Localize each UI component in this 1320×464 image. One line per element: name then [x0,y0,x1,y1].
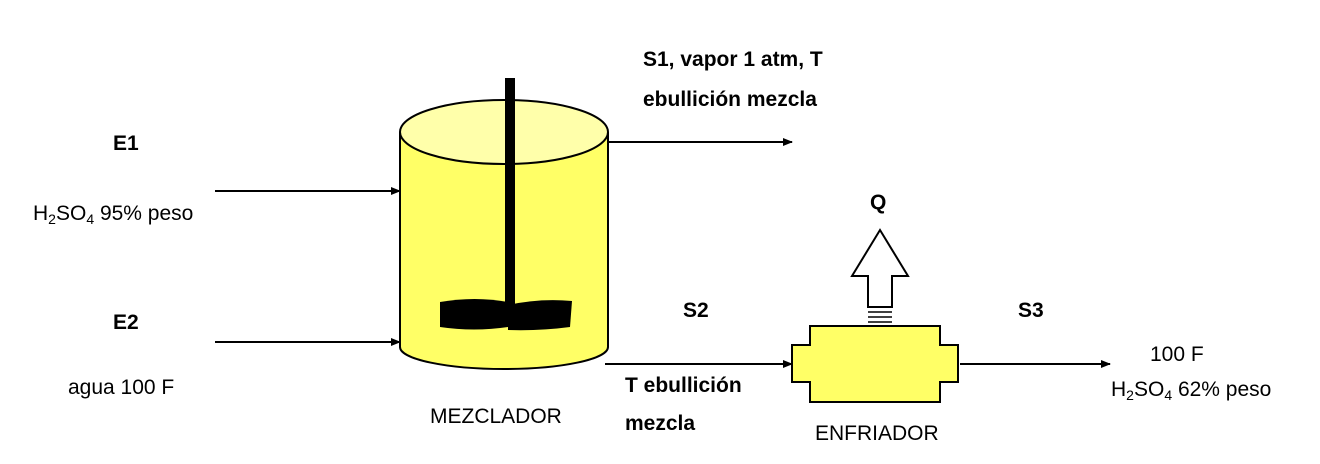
e2-composition: agua 100 F [68,376,175,399]
agitator-blade-left [440,299,508,330]
s3-temperature: 100 F [1150,343,1204,366]
q-label: Q [870,191,887,214]
agitator-blade-right [508,300,572,331]
s3-label: S3 [1018,299,1044,322]
mixer-vessel [399,99,609,370]
cooler-label: ENFRIADOR [815,422,939,445]
agitator [440,78,572,331]
mixer-label: MEZCLADOR [430,405,562,428]
s2-label: S2 [683,299,709,322]
s1-description-line2: ebullición mezcla [643,88,817,111]
s1-description-line1: S1, vapor 1 atm, T [643,48,823,71]
heat-removal-arrow [850,228,910,323]
s3-composition: H2SO4 62% peso [1111,378,1272,403]
e2-label: E2 [113,311,139,334]
cooler-unit [791,325,959,403]
e1-label: E1 [113,132,139,155]
s2-description-line1: T ebullición [625,374,742,397]
e1-composition: H2SO4 95% peso [33,202,194,227]
s2-description-line2: mezcla [625,412,696,435]
